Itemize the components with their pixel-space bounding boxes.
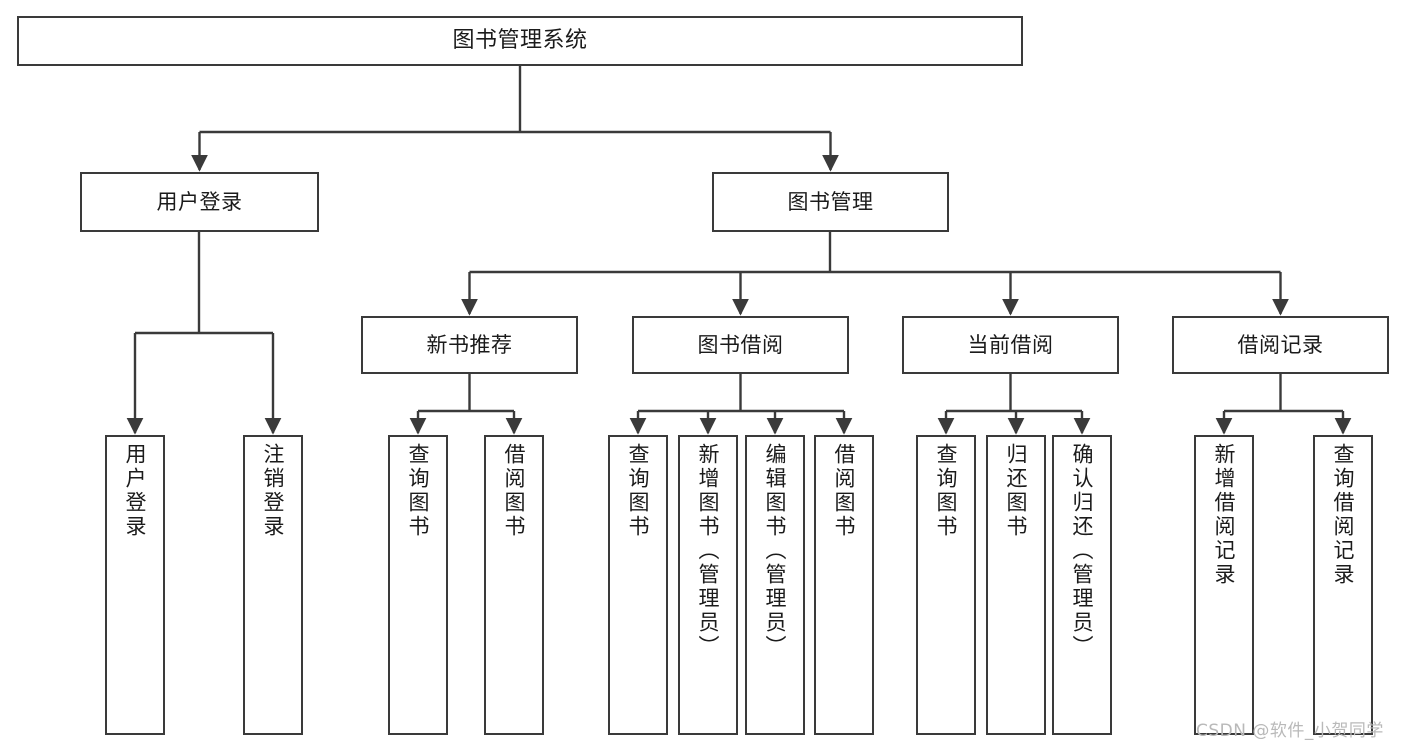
node-new-book-recommend[interactable]: 新书推荐	[361, 316, 578, 374]
node-label: 查询图书	[626, 443, 651, 539]
node-leaf-query-book-2[interactable]: 查询图书	[608, 435, 668, 735]
node-leaf-logout[interactable]: 注销登录	[243, 435, 303, 735]
node-label: 借阅记录	[1237, 332, 1324, 357]
node-label: 查询图书	[934, 443, 959, 539]
node-label: 借阅图书	[832, 443, 857, 539]
node-book-manage[interactable]: 图书管理	[712, 172, 949, 232]
node-label: 当前借阅	[967, 332, 1054, 357]
node-leaf-borrow-book-2[interactable]: 借阅图书	[814, 435, 874, 735]
csdn-watermark: CSDN @软件_小贺同学	[1196, 721, 1384, 741]
node-label: 查询借阅记录	[1331, 443, 1356, 587]
node-leaf-add-book[interactable]: 新增图书（管理员）	[678, 435, 738, 735]
node-borrow-record[interactable]: 借阅记录	[1172, 316, 1389, 374]
node-label: 归还图书	[1004, 443, 1029, 539]
node-current-borrow[interactable]: 当前借阅	[902, 316, 1119, 374]
node-label: 新增图书（管理员）	[696, 443, 721, 659]
node-root[interactable]: 图书管理系统	[17, 16, 1023, 66]
node-label: 图书借阅	[697, 332, 784, 357]
node-book-borrow[interactable]: 图书借阅	[632, 316, 849, 374]
node-leaf-add-record[interactable]: 新增借阅记录	[1194, 435, 1254, 735]
node-leaf-borrow-book-1[interactable]: 借阅图书	[484, 435, 544, 735]
node-leaf-query-book-3[interactable]: 查询图书	[916, 435, 976, 735]
node-label: 图书管理	[787, 189, 874, 214]
node-leaf-confirm-return[interactable]: 确认归还（管理员）	[1052, 435, 1112, 735]
node-leaf-edit-book[interactable]: 编辑图书（管理员）	[745, 435, 805, 735]
node-label: 图书管理系统	[452, 28, 588, 54]
node-leaf-user-login[interactable]: 用户登录	[105, 435, 165, 735]
node-user-login[interactable]: 用户登录	[80, 172, 319, 232]
node-label: 确认归还（管理员）	[1070, 443, 1095, 659]
node-label: 新增借阅记录	[1212, 443, 1237, 587]
node-label: 用户登录	[156, 189, 243, 214]
node-leaf-query-record[interactable]: 查询借阅记录	[1313, 435, 1373, 735]
node-leaf-query-book-1[interactable]: 查询图书	[388, 435, 448, 735]
node-label: 借阅图书	[502, 443, 527, 539]
node-label: 查询图书	[406, 443, 431, 539]
node-leaf-return-book[interactable]: 归还图书	[986, 435, 1046, 735]
node-label: 编辑图书（管理员）	[763, 443, 788, 659]
node-label: 新书推荐	[426, 332, 513, 357]
node-label: 注销登录	[261, 443, 286, 539]
node-label: 用户登录	[123, 443, 148, 539]
